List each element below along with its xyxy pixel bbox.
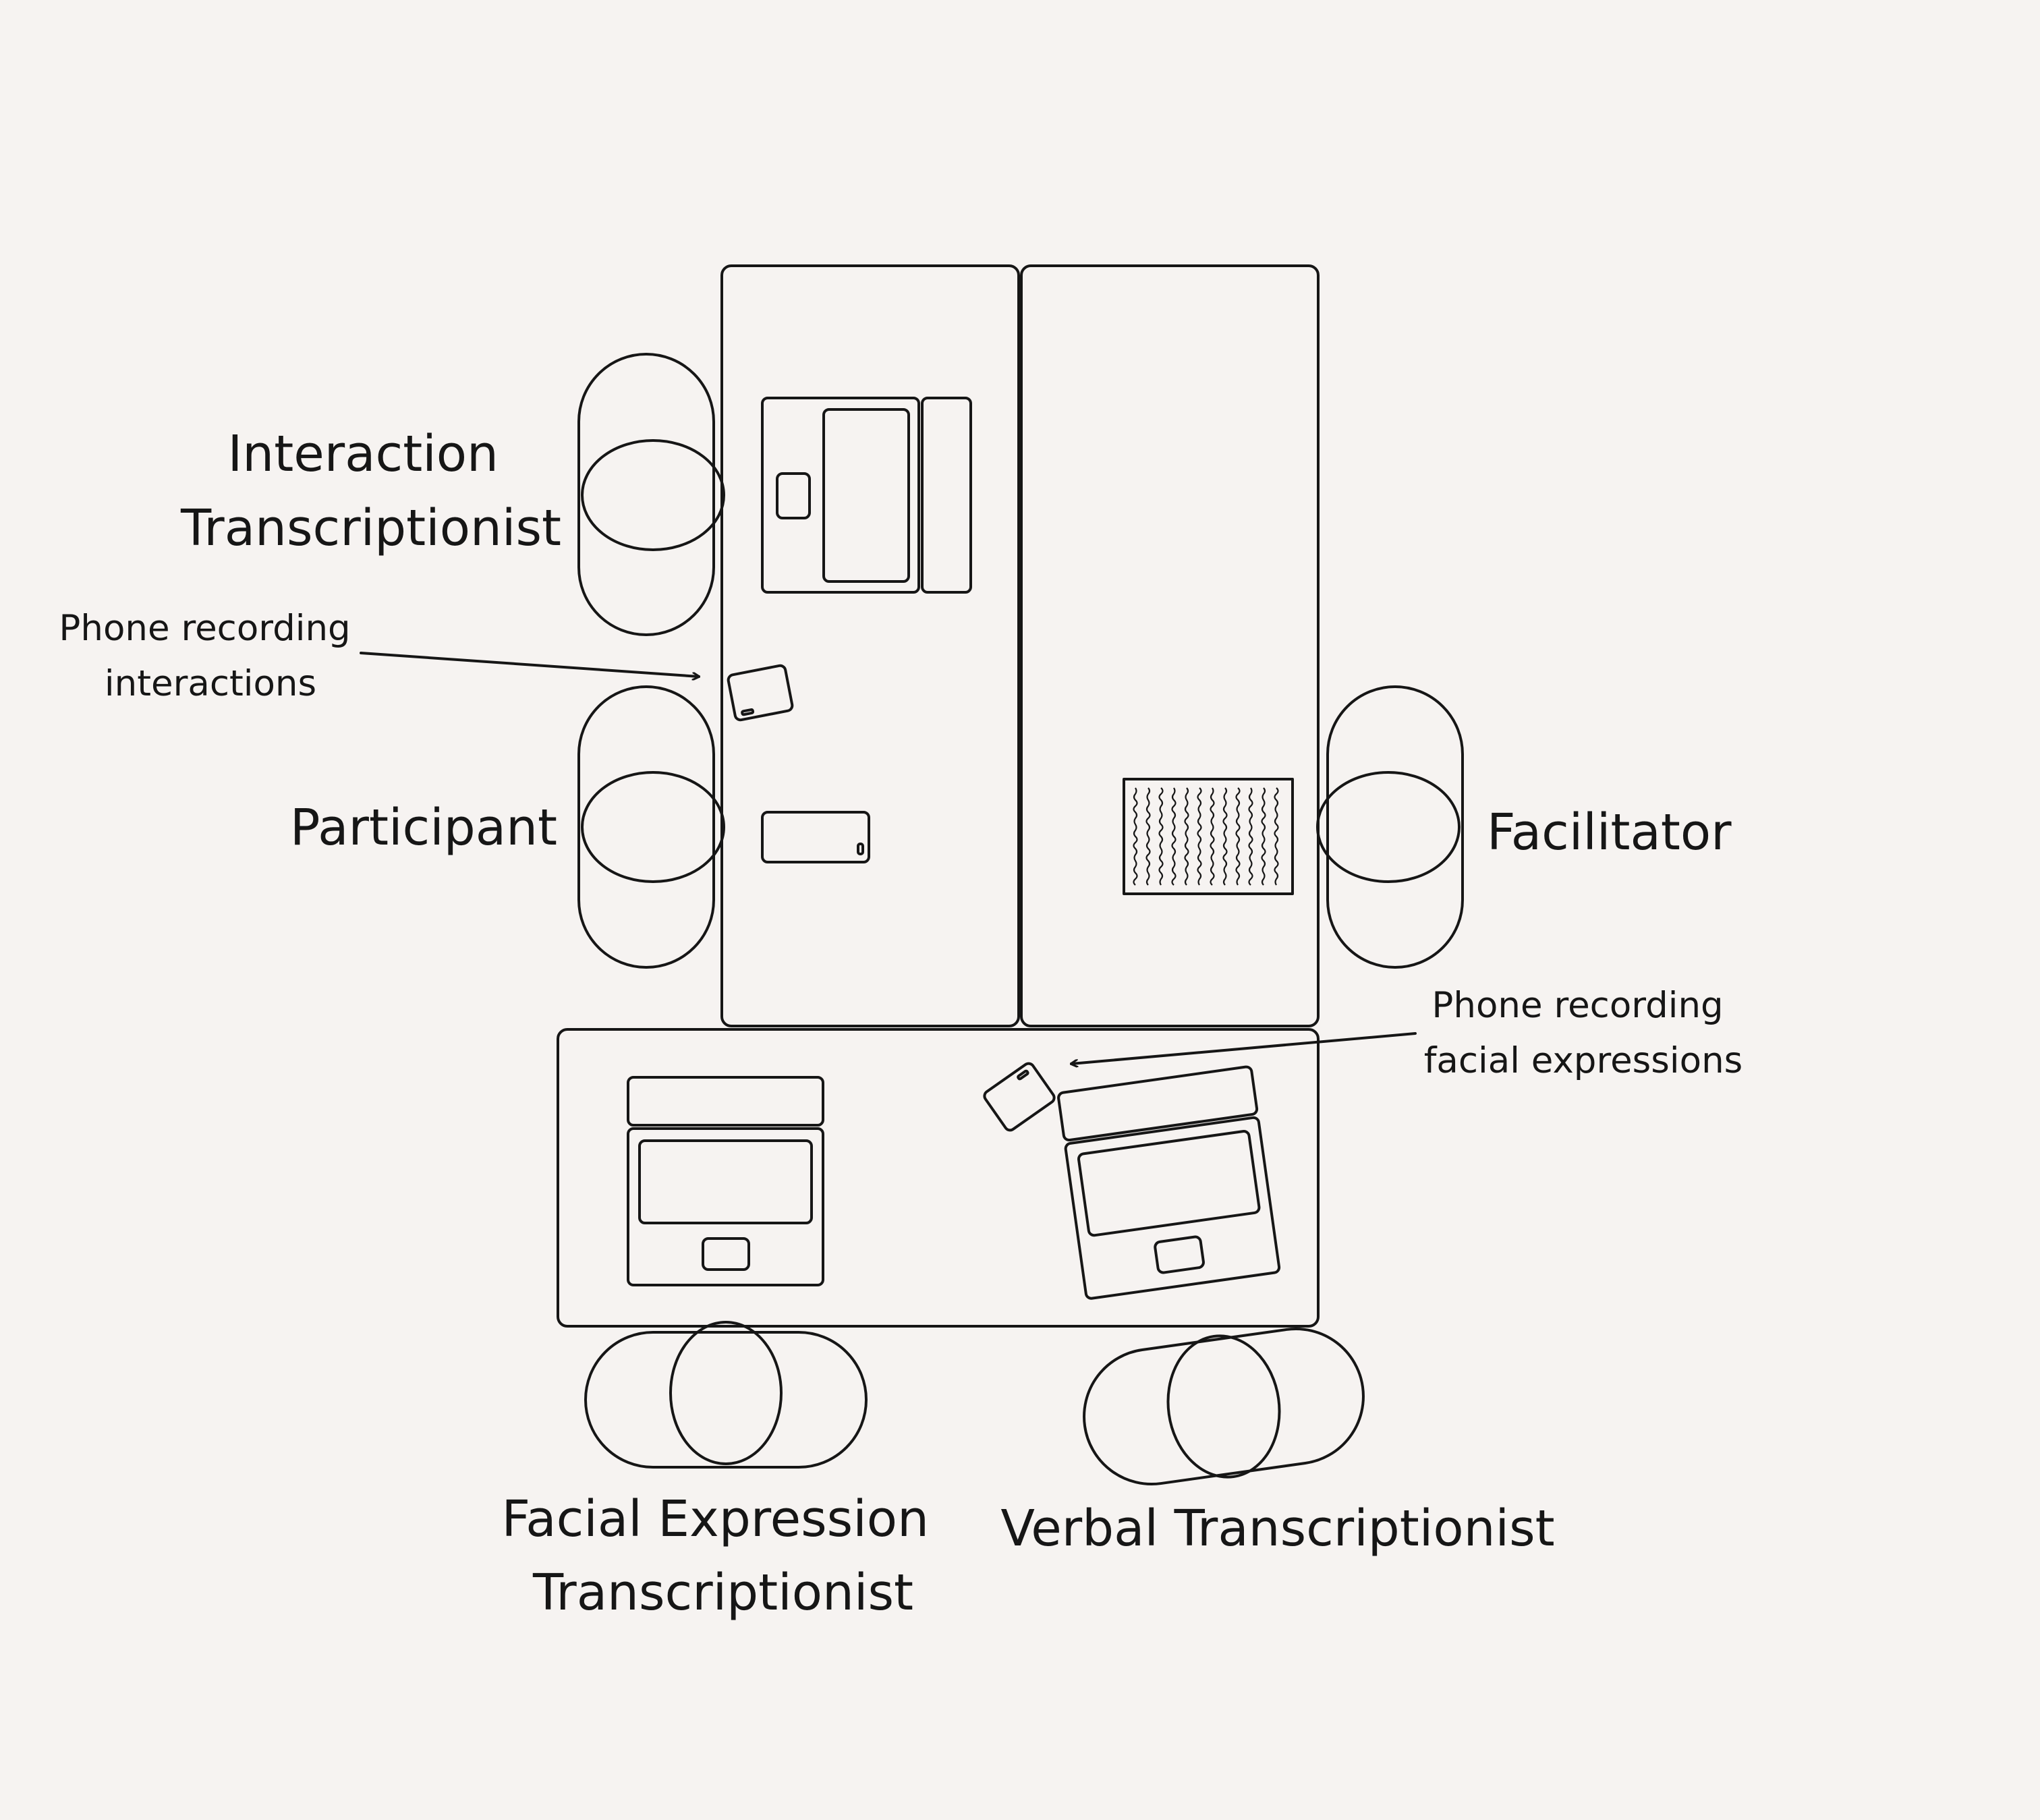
paper-text-line [1248, 787, 1253, 886]
paper-text-line [1171, 787, 1177, 886]
phone-recording-facial-expressions [983, 1062, 1056, 1132]
annotation-phone-interactions: Phone recording interactions [59, 608, 362, 704]
label-facial-expression-transcriptionist: Facial Expression Transcriptionist [501, 1490, 944, 1622]
table-right [1020, 264, 1320, 1027]
paper-text-line [1235, 787, 1241, 886]
phone-recording-interactions [727, 664, 794, 722]
label-facilitator: Facilitator [1487, 803, 1732, 861]
chair-facial-expression-transcriptionist [584, 1321, 868, 1469]
participant-phone [761, 811, 870, 863]
laptop-left [627, 1076, 824, 1286]
arrow-phone-facial [1071, 1032, 1417, 1064]
chair-participant [577, 685, 725, 969]
chair-facilitator [1316, 685, 1464, 969]
paper-document [1123, 778, 1294, 895]
paper-text-line [1222, 787, 1228, 886]
label-interaction-transcriptionist: Interaction Transcriptionist [180, 425, 561, 557]
table-left [720, 264, 1020, 1027]
paper-text-line [1133, 787, 1138, 886]
annotation-phone-facial: Phone recording facial expressions [1424, 985, 1743, 1081]
chair-interaction-transcriptionist [577, 353, 725, 636]
label-verbal-transcriptionist: Verbal Transcriptionist [1000, 1500, 1554, 1558]
laptop-right [1057, 1065, 1281, 1300]
paper-text-line [1184, 787, 1189, 886]
paper-text-line [1145, 787, 1151, 886]
monitor-setup [761, 397, 972, 594]
paper-text-line [1274, 787, 1279, 886]
paper-text-line [1210, 787, 1215, 886]
paper-text-line [1197, 787, 1202, 886]
label-participant: Participant [290, 799, 557, 857]
table-bottom [557, 1028, 1320, 1328]
paper-text-line [1261, 787, 1266, 886]
paper-text-line [1158, 787, 1164, 886]
chair-verbal-transcriptionist [1083, 1327, 1365, 1486]
arrow-phone-interactions [360, 652, 699, 677]
